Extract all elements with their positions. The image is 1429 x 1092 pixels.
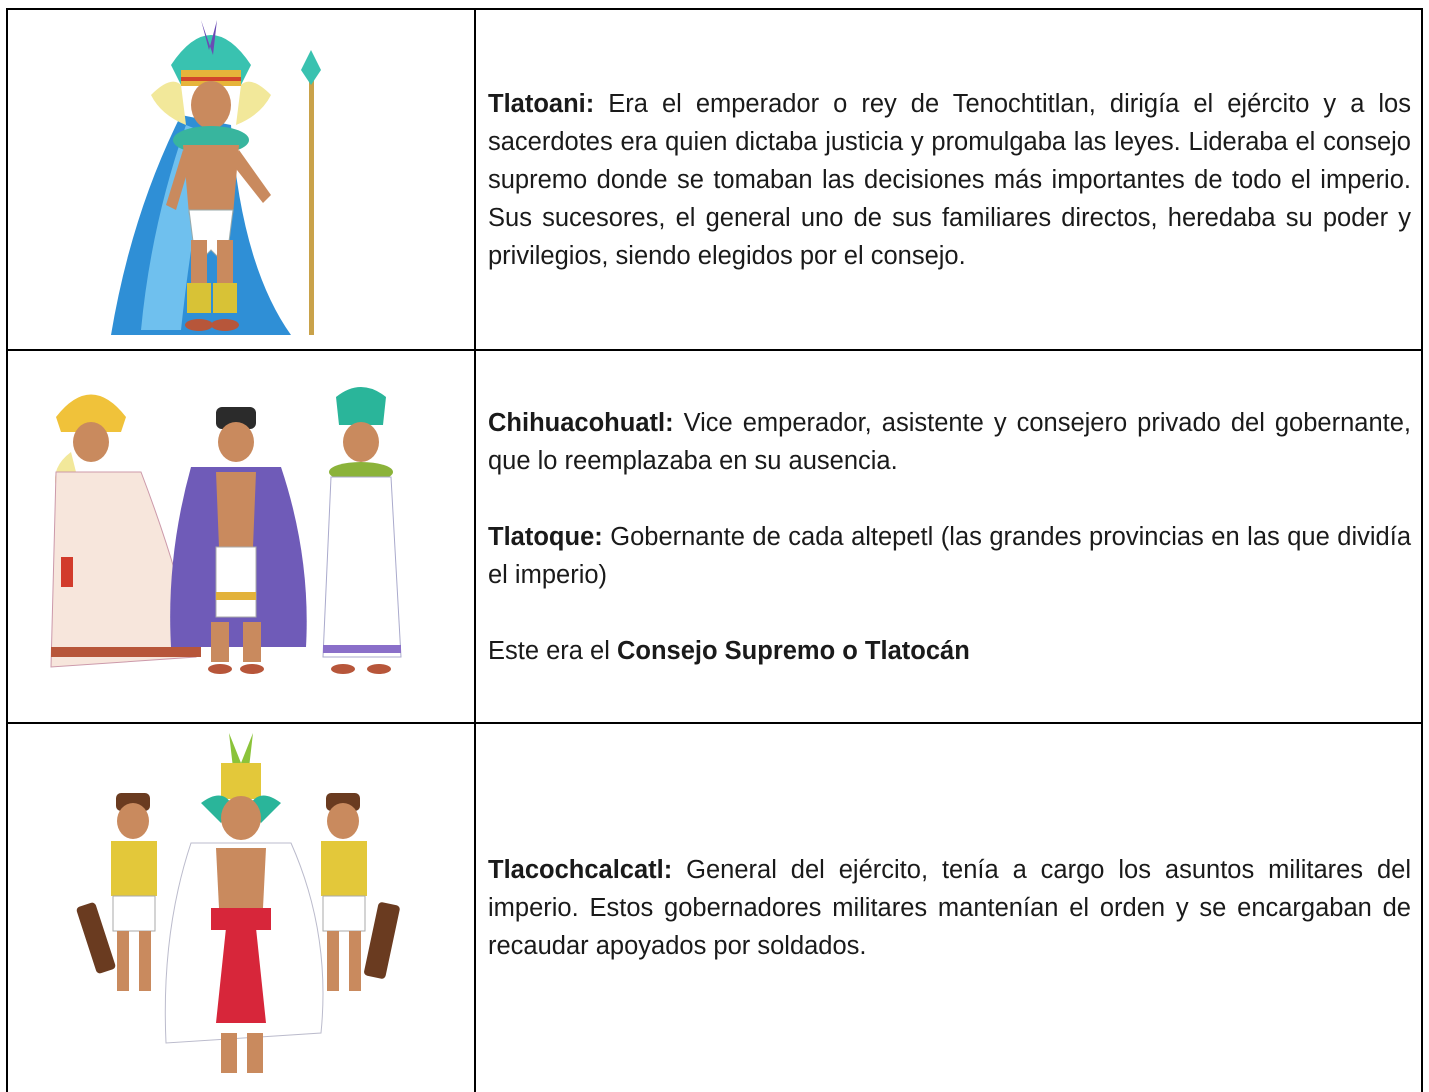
council-prefix: Este era el	[488, 636, 617, 665]
text-cell: Tlacochcalcatl: General del ejército, te…	[474, 722, 1423, 1092]
council-name: Consejo Supremo o Tlatocán	[616, 636, 970, 665]
term-title: Chihuacohuatl:	[488, 408, 674, 437]
term-description: Gobernante de cada altepetl (las grandes…	[488, 522, 1411, 589]
general-illustration	[76, 733, 400, 1073]
council-illustration	[50, 386, 402, 674]
chihuacohuatl-paragraph: Chihuacohuatl: Vice emperador, asistente…	[488, 404, 1411, 480]
content-table: Tlatoani: Era el emperador o rey de Teno…	[6, 8, 1423, 1092]
tlacochcalcatl-paragraph: Tlacochcalcatl: General del ejército, te…	[488, 851, 1411, 965]
term-description: General del ejército, tenía a cargo los …	[488, 856, 1411, 960]
term-title: Tlatoque:	[488, 522, 603, 551]
term-description: Vice emperador, asistente y consejero pr…	[488, 408, 1411, 475]
text-cell: Tlatoani: Era el emperador o rey de Teno…	[474, 8, 1423, 351]
tlatoani-paragraph: Tlatoani: Era el emperador o rey de Teno…	[488, 85, 1411, 275]
table-row: Tlatoani: Era el emperador o rey de Teno…	[6, 8, 1423, 351]
tlatoani-illustration	[111, 19, 321, 335]
tlatoque-paragraph: Tlatoque: Gobernante de cada altepetl (l…	[488, 518, 1411, 594]
text-cell: Chihuacohuatl: Vice emperador, asistente…	[474, 349, 1423, 724]
image-cell	[6, 8, 476, 351]
term-title: Tlatoani:	[488, 89, 595, 118]
term-description: Era el emperador o rey de Tenochtitlan, …	[488, 89, 1411, 270]
image-cell	[6, 349, 476, 724]
image-cell	[6, 722, 476, 1092]
council-paragraph: Este era el Consejo Supremo o Tlatocán	[488, 632, 1411, 670]
table-row: Chihuacohuatl: Vice emperador, asistente…	[6, 349, 1423, 724]
term-title: Tlacochcalcatl:	[488, 856, 673, 884]
table-row: Tlacochcalcatl: General del ejército, te…	[6, 722, 1423, 1092]
